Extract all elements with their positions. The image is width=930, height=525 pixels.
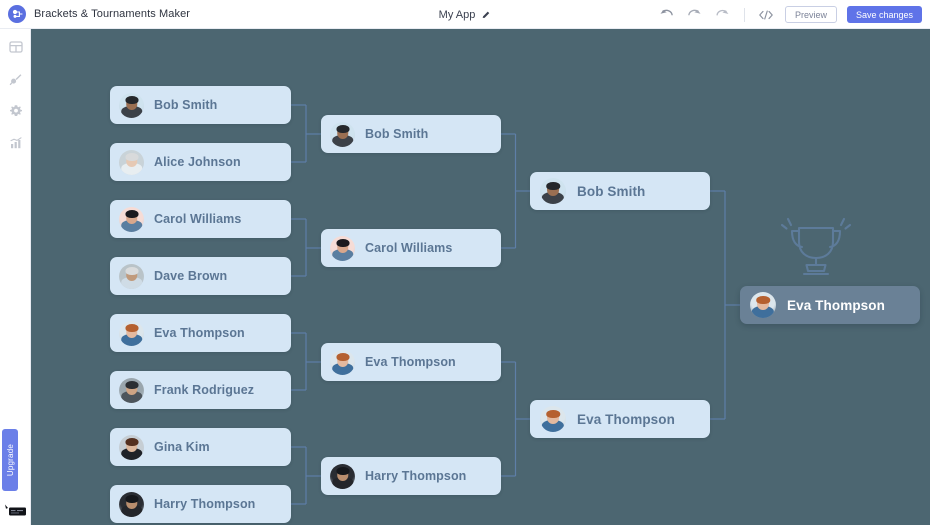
brand[interactable]: Brackets & Tournaments Maker — [0, 5, 190, 23]
avatar — [540, 178, 566, 204]
toolbar-divider — [743, 7, 745, 22]
avatar — [119, 377, 144, 403]
player-name: Carol Williams — [154, 212, 242, 226]
player-card[interactable]: Eva Thompson — [530, 400, 710, 438]
dark-badge-icon[interactable] — [4, 502, 28, 518]
player-card[interactable]: Bob Smith — [321, 115, 501, 153]
avatar — [119, 491, 144, 517]
avatar — [330, 121, 355, 147]
trophy-icon — [768, 215, 864, 279]
toolbar: Preview Save changes — [658, 0, 922, 29]
player-card[interactable]: Carol Williams — [321, 229, 501, 267]
player-name: Dave Brown — [154, 269, 228, 283]
pencil-icon[interactable] — [481, 10, 491, 20]
player-name: Eva Thompson — [154, 326, 245, 340]
preview-button[interactable]: Preview — [784, 6, 837, 23]
avatar — [330, 235, 355, 261]
app-name[interactable]: My App — [438, 8, 476, 21]
player-card[interactable]: Alice Johnson — [110, 143, 291, 181]
redo-icon[interactable] — [686, 6, 704, 24]
bracket-logo-icon — [8, 5, 26, 23]
sidebar-item-analytics[interactable] — [0, 129, 31, 161]
player-name: Carol Williams — [365, 241, 453, 255]
winner-card[interactable]: Eva Thompson — [740, 286, 920, 324]
player-card[interactable]: Frank Rodriguez — [110, 371, 291, 409]
player-name: Eva Thompson — [577, 411, 675, 427]
upgrade-button[interactable]: Upgrade — [2, 429, 18, 491]
avatar — [119, 434, 144, 460]
avatar — [119, 320, 144, 346]
sidebar-item-design[interactable] — [0, 65, 31, 97]
avatar — [119, 263, 144, 289]
avatar — [750, 292, 776, 318]
app-name-group: My App — [0, 0, 930, 29]
avatar — [119, 206, 144, 232]
sidebar-item-layout[interactable] — [0, 33, 31, 65]
upgrade-label: Upgrade — [5, 443, 15, 477]
left-sidebar: Upgrade — [0, 29, 31, 525]
player-name: Bob Smith — [365, 127, 429, 141]
player-name: Frank Rodriguez — [154, 383, 255, 397]
player-name: Bob Smith — [154, 98, 218, 112]
player-card[interactable]: Gina Kim — [110, 428, 291, 466]
player-name: Alice Johnson — [154, 155, 241, 169]
player-name: Bob Smith — [577, 183, 646, 199]
table-grid-icon — [8, 40, 23, 59]
player-name: Harry Thompson — [365, 469, 467, 483]
player-card[interactable]: Harry Thompson — [321, 457, 501, 495]
pointer-icon[interactable] — [714, 6, 732, 24]
save-changes-button[interactable]: Save changes — [846, 6, 922, 23]
avatar — [540, 406, 566, 432]
undo-icon[interactable] — [658, 6, 676, 24]
gear-icon — [9, 104, 23, 123]
player-name: Harry Thompson — [154, 497, 256, 511]
code-icon[interactable] — [757, 6, 775, 24]
sidebar-items — [0, 29, 30, 161]
player-card[interactable]: Dave Brown — [110, 257, 291, 295]
sidebar-item-settings[interactable] — [0, 97, 31, 129]
avatar — [119, 149, 144, 175]
player-name: Eva Thompson — [365, 355, 456, 369]
player-card[interactable]: Bob Smith — [110, 86, 291, 124]
player-card[interactable]: Eva Thompson — [110, 314, 291, 352]
player-card[interactable]: Harry Thompson — [110, 485, 291, 523]
top-bar: Brackets & Tournaments Maker My App — [0, 0, 930, 29]
avatar — [330, 463, 355, 489]
player-card[interactable]: Eva Thompson — [321, 343, 501, 381]
brand-title: Brackets & Tournaments Maker — [34, 8, 191, 20]
avatar — [119, 92, 144, 118]
player-card[interactable]: Carol Williams — [110, 200, 291, 238]
bar-chart-icon — [9, 136, 23, 155]
player-name: Eva Thompson — [787, 297, 885, 313]
player-name: Gina Kim — [154, 440, 210, 454]
brush-icon — [9, 72, 23, 91]
avatar — [330, 349, 355, 375]
player-card[interactable]: Bob Smith — [530, 172, 710, 210]
bracket-connectors — [291, 104, 740, 505]
